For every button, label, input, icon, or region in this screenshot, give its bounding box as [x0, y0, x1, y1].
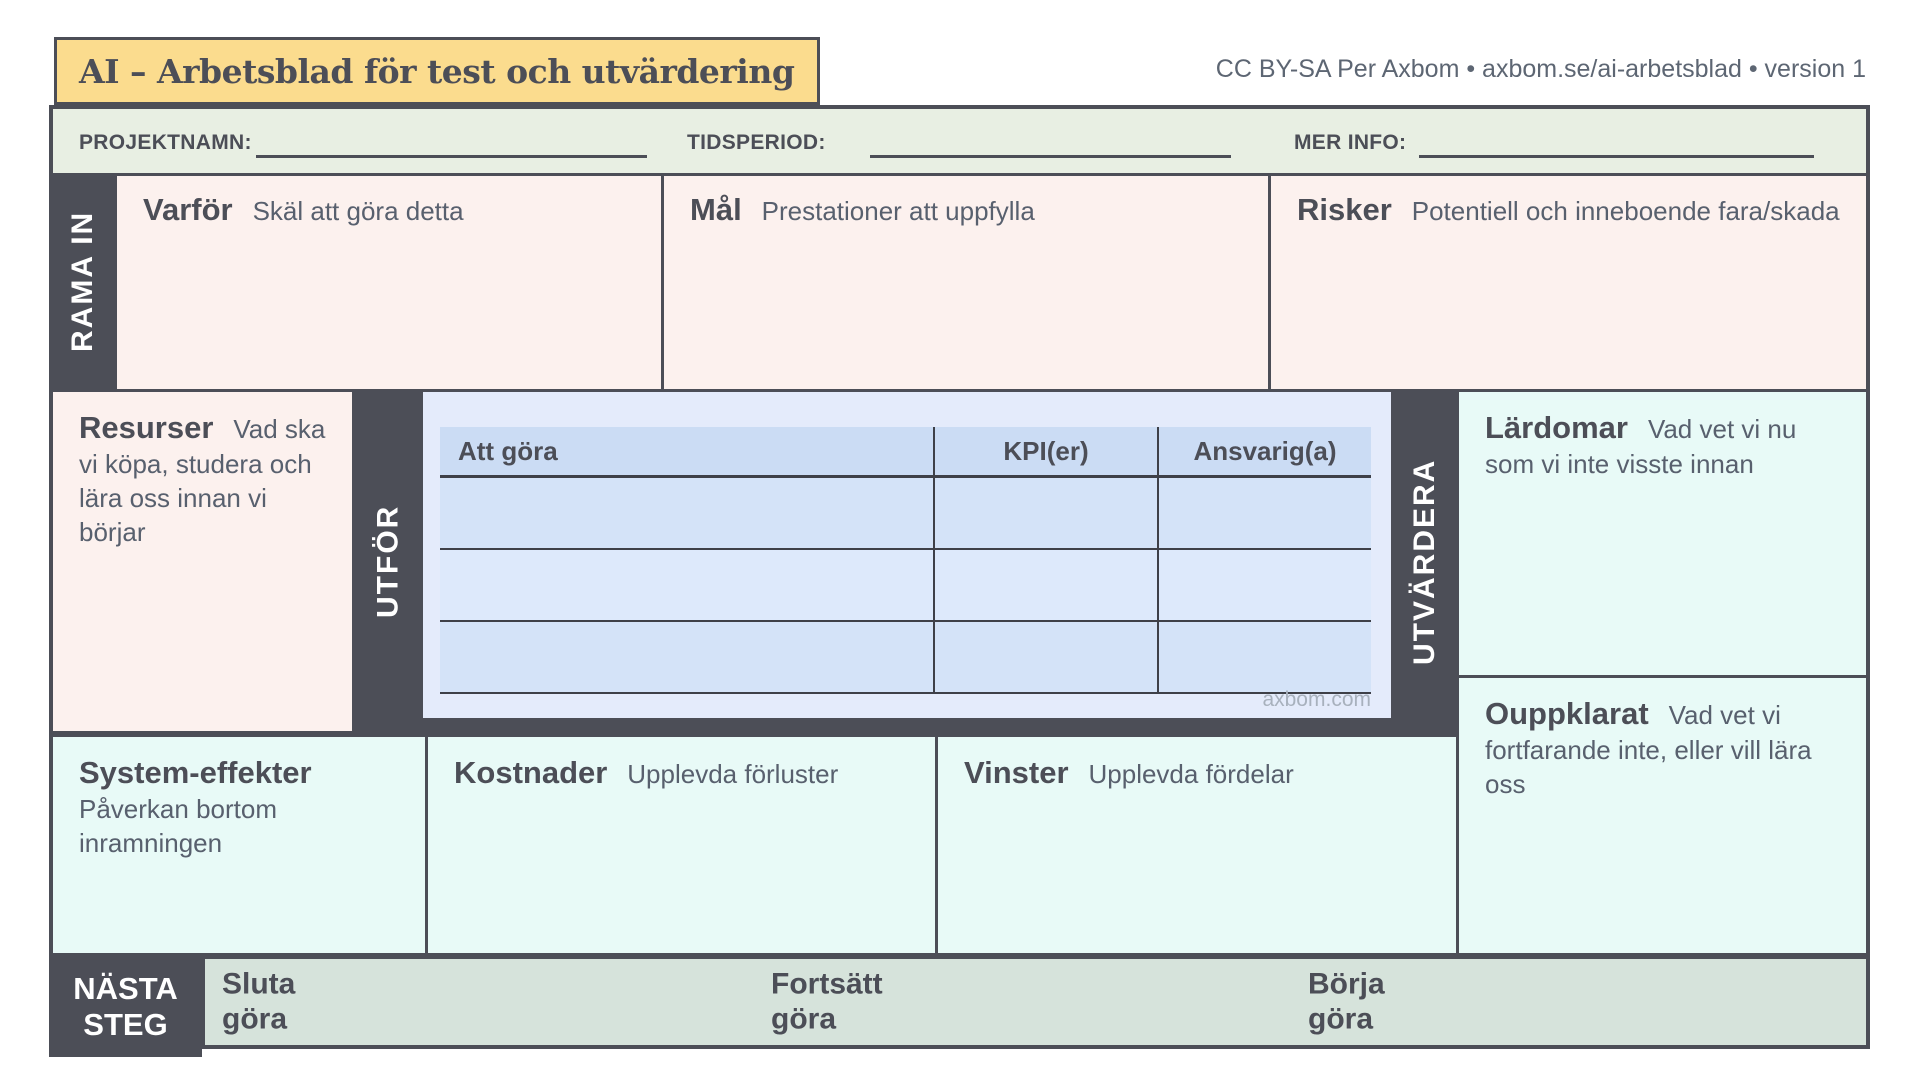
fortsatt-gora-label[interactable]: Fortsätt göra: [771, 967, 883, 1036]
nasta-steg-label: NÄSTA STEG: [73, 970, 178, 1042]
system-effekter-title: System-effekter: [79, 755, 328, 790]
borja-gora-label[interactable]: Börja göra: [1308, 967, 1385, 1036]
worksheet-title-box: AI – Arbetsblad för test och utvärdering: [54, 37, 820, 105]
system-effekter-cell[interactable]: System-effekter Påverkan bortom inramnin…: [53, 737, 425, 953]
sluta-gora-label[interactable]: Sluta göra: [222, 967, 296, 1036]
worksheet-frame: PROJEKTNAMN: TIDSPERIOD: MER INFO: RAMA …: [49, 105, 1870, 1057]
ouppklarat-subtitle: Vad vet vi fortfarande inte, eller vill …: [1485, 700, 1812, 800]
todo-table: Att göra KPI(er) Ansvarig(a): [440, 427, 1371, 694]
nasta-steg-block: NÄSTA STEG: [49, 956, 202, 1057]
vinster-title: Vinster: [964, 755, 1085, 790]
kostnader-title: Kostnader: [454, 755, 623, 790]
todo-table-header: Att göra KPI(er) Ansvarig(a): [440, 427, 1371, 478]
table-cell-att-gora[interactable]: [440, 622, 933, 692]
todo-table-zone: Att göra KPI(er) Ansvarig(a) axbom.com: [423, 392, 1391, 718]
mer-info-label: MER INFO:: [1294, 131, 1407, 154]
kostnader-subtitle: Upplevda förluster: [627, 759, 839, 789]
kostnader-cell[interactable]: Kostnader Upplevda förluster: [428, 737, 935, 953]
mal-subtitle: Prestationer att uppfylla: [761, 196, 1035, 226]
col-ansvarig: Ansvarig(a): [1157, 427, 1371, 475]
varfor-title: Varför: [143, 192, 249, 227]
tidsperiod-input[interactable]: [870, 155, 1231, 158]
resurser-subtitle: Vad ska vi köpa, studera och lära oss in…: [79, 414, 326, 547]
mal-title: Mål: [690, 192, 758, 227]
table-cell-ansvarig[interactable]: [1157, 478, 1371, 548]
project-meta-row: PROJEKTNAMN: TIDSPERIOD: MER INFO:: [53, 109, 1866, 173]
table-row: [440, 622, 1371, 694]
lardomar-title: Lärdomar: [1485, 410, 1644, 445]
table-row: [440, 478, 1371, 550]
table-row: [440, 550, 1371, 622]
table-cell-kpi[interactable]: [933, 622, 1157, 692]
table-cell-ansvarig[interactable]: [1157, 622, 1371, 692]
col-kpi: KPI(er): [933, 427, 1157, 475]
table-cell-kpi[interactable]: [933, 550, 1157, 620]
credit-line: CC BY-SA Per Axbom • axbom.se/ai-arbetsb…: [1215, 55, 1866, 83]
varfor-subtitle: Skäl att göra detta: [252, 196, 464, 226]
ouppklarat-cell[interactable]: Ouppklarat Vad vet vi fortfarande inte, …: [1459, 678, 1866, 953]
vinster-cell[interactable]: Vinster Upplevda fördelar: [938, 737, 1456, 953]
table-cell-kpi[interactable]: [933, 478, 1157, 548]
table-cell-att-gora[interactable]: [440, 478, 933, 548]
tidsperiod-label: TIDSPERIOD:: [687, 131, 826, 154]
projektnamn-input[interactable]: [256, 155, 647, 158]
mer-info-input[interactable]: [1419, 155, 1814, 158]
nasta-steg-strip: Sluta göra Fortsätt göra Börja göra: [205, 959, 1866, 1045]
resurser-title: Resurser: [79, 410, 229, 445]
worksheet-title: AI – Arbetsblad för test och utvärdering: [79, 51, 795, 91]
system-effekter-subtitle: Påverkan bortom inramningen: [79, 794, 277, 859]
table-cell-att-gora[interactable]: [440, 550, 933, 620]
risker-cell[interactable]: Risker Potentiell och inneboende fara/sk…: [1271, 176, 1866, 389]
risker-title: Risker: [1297, 192, 1408, 227]
axbom-watermark: axbom.com: [1262, 688, 1371, 711]
vinster-subtitle: Upplevda fördelar: [1088, 759, 1294, 789]
col-att-gora: Att göra: [458, 435, 558, 466]
mal-cell[interactable]: Mål Prestationer att uppfylla: [664, 176, 1268, 389]
utvardera-stage-label: UTVÄRDERA: [1408, 458, 1441, 665]
resurser-cell[interactable]: Resurser Vad ska vi köpa, studera och lä…: [53, 392, 352, 731]
ouppklarat-title: Ouppklarat: [1485, 696, 1665, 731]
risker-subtitle: Potentiell och inneboende fara/skada: [1411, 196, 1840, 226]
lardomar-cell[interactable]: Lärdomar Vad vet vi nu som vi inte visst…: [1459, 392, 1866, 675]
varfor-cell[interactable]: Varför Skäl att göra detta: [117, 176, 661, 389]
rama-in-stage-label: RAMA IN: [66, 210, 99, 352]
lardomar-subtitle: Vad vet vi nu som vi inte visste innan: [1485, 414, 1797, 480]
utfor-stage-label: UTFÖR: [371, 504, 405, 619]
table-cell-ansvarig[interactable]: [1157, 550, 1371, 620]
projektnamn-label: PROJEKTNAMN:: [79, 131, 252, 154]
